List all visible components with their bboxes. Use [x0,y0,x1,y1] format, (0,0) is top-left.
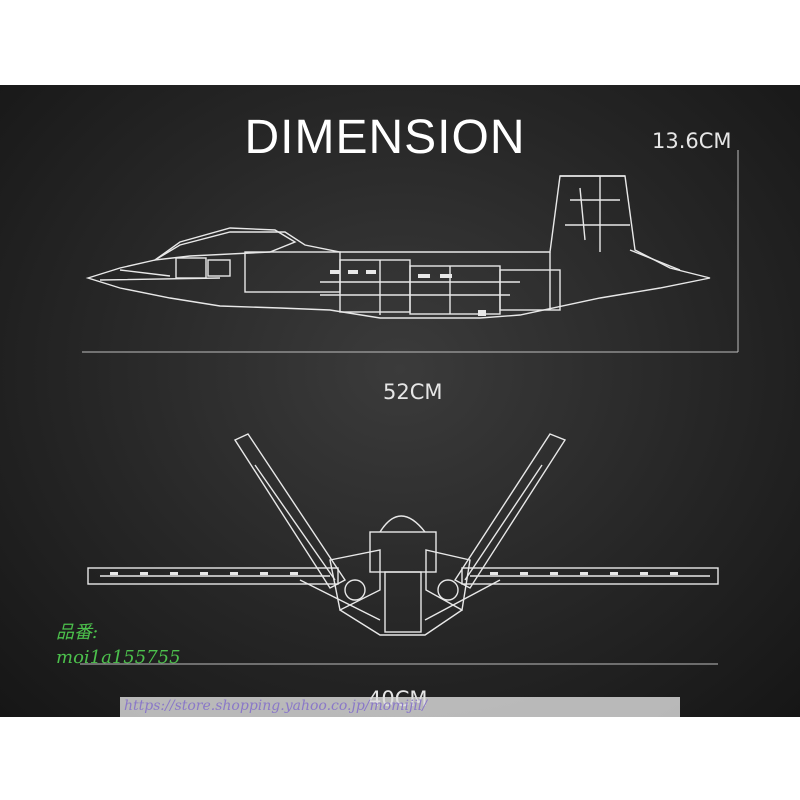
store-url-watermark: https://store.shopping.yahoo.co.jp/momij… [124,698,427,714]
dark-background-panel [0,85,800,717]
url-watermark-bar [120,697,680,717]
page-title: DIMENSION [244,111,526,164]
jet-side-view [85,175,711,319]
product-code-watermark: 品番: moi1a155755 [56,620,181,670]
length-dimension-label: 52CM [383,380,443,404]
product-code: moi1a155755 [56,647,181,668]
height-dimension-label: 13.6CM [652,129,732,153]
jet-front-view [87,433,719,636]
product-label: 品番: [56,622,99,643]
